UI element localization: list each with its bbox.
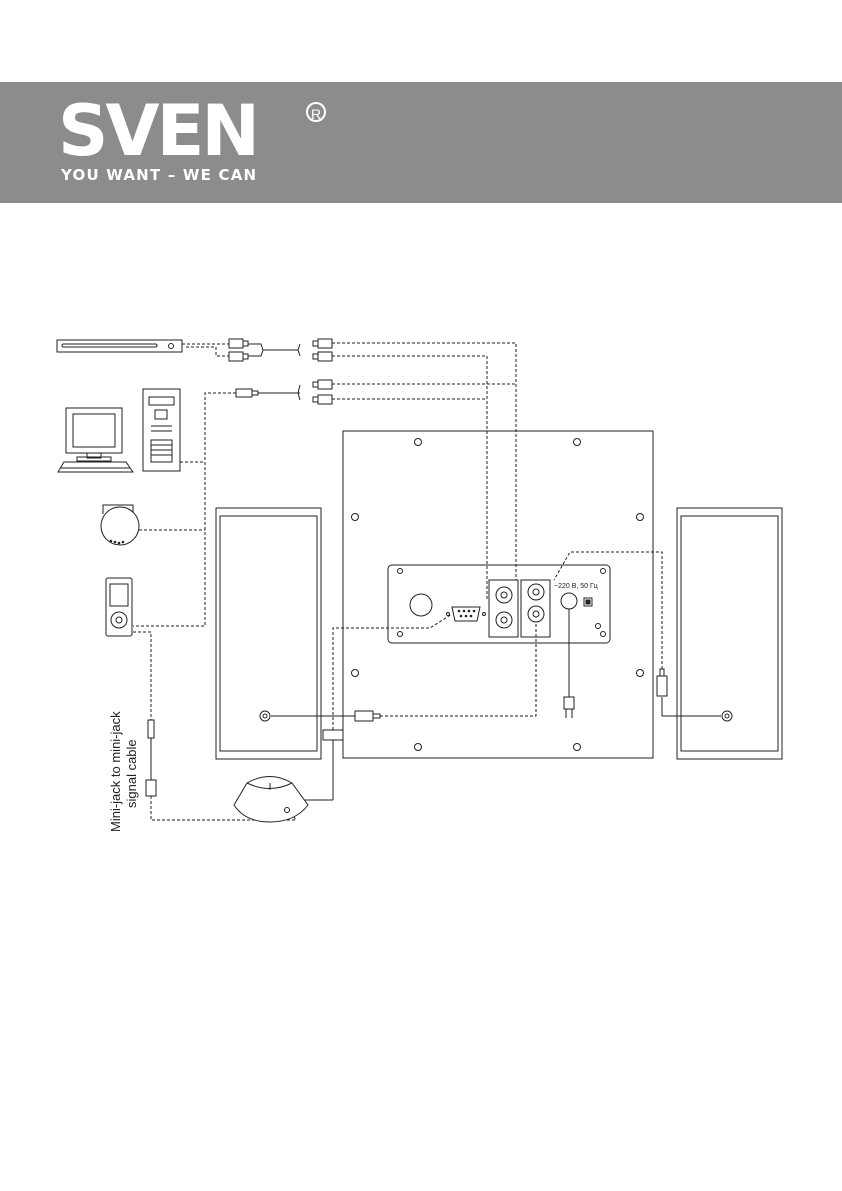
volume-knob <box>409 593 433 617</box>
right-satellite-speaker <box>676 507 783 760</box>
header-banner <box>0 82 842 203</box>
subwoofer-rear-panel: ~220 В, 50 Гц <box>387 564 611 644</box>
registered-mark: R <box>306 102 326 122</box>
solid-cables <box>150 343 721 801</box>
cable-label-line2: signal cable <box>124 739 139 808</box>
remote-control-pod <box>233 776 309 823</box>
dashed-cables <box>133 342 663 821</box>
mp3-player-icon <box>105 577 133 637</box>
brand-logo: SVEN <box>58 90 260 172</box>
cd-player-icon <box>100 504 140 546</box>
dvd-player-icon <box>56 339 183 353</box>
brand-slogan: YOU WANT – WE CAN <box>61 166 258 184</box>
cable-label: Mini-jack to mini-jack signal cable <box>108 711 139 832</box>
rca-input-1 <box>488 579 519 638</box>
cable-label-line1: Mini-jack to mini-jack <box>108 711 123 832</box>
left-satellite-speaker <box>215 507 322 760</box>
computer-icon <box>57 388 181 473</box>
power-rating-label: ~220 В, 50 Гц <box>554 583 598 590</box>
